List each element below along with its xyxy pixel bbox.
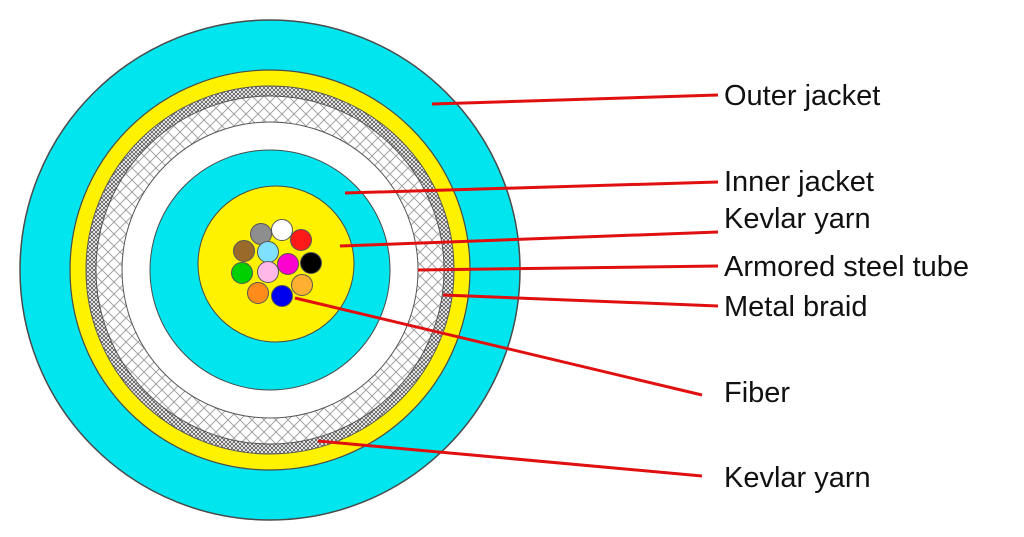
leader-line-outer-jacket <box>431 93 719 106</box>
label-inner-jacket: Inner jacket <box>724 166 874 198</box>
fiber-strand <box>277 253 299 275</box>
fiber-strand <box>290 229 312 251</box>
leader-line-kevlar-yarn-inner <box>339 230 719 248</box>
leader-line-metal-braid <box>442 293 719 308</box>
fiber-strand <box>247 282 269 304</box>
fiber-strand <box>257 261 279 283</box>
leader-line-armored-steel-tube <box>417 264 719 272</box>
label-kevlar-yarn-outer: Kevlar yarn <box>724 462 871 494</box>
leader-line-kevlar-yarn-outer <box>317 439 703 478</box>
label-outer-jacket: Outer jacket <box>724 80 880 112</box>
leader-line-fiber <box>294 296 703 397</box>
cable-body <box>19 19 521 521</box>
labels: Outer jacket Inner jacket Kevlar yarn Ar… <box>724 80 969 494</box>
fiber-strand <box>291 274 313 296</box>
fiber-strand <box>231 262 253 284</box>
label-fiber: Fiber <box>724 377 790 409</box>
fiber-strand <box>233 240 255 262</box>
fiber-bundle <box>231 219 322 307</box>
label-armored-steel-tube: Armored steel tube <box>724 251 969 283</box>
label-metal-braid: Metal braid <box>724 291 867 323</box>
kevlar-yarn-core <box>197 185 355 343</box>
fiber-strand <box>271 285 293 307</box>
label-kevlar-yarn-inner: Kevlar yarn <box>724 203 871 235</box>
fiber-strand <box>300 252 322 274</box>
fiber-strand <box>257 241 279 263</box>
leader-lines <box>294 93 719 478</box>
fiber-strand <box>271 219 293 241</box>
leader-line-inner-jacket <box>344 180 719 195</box>
